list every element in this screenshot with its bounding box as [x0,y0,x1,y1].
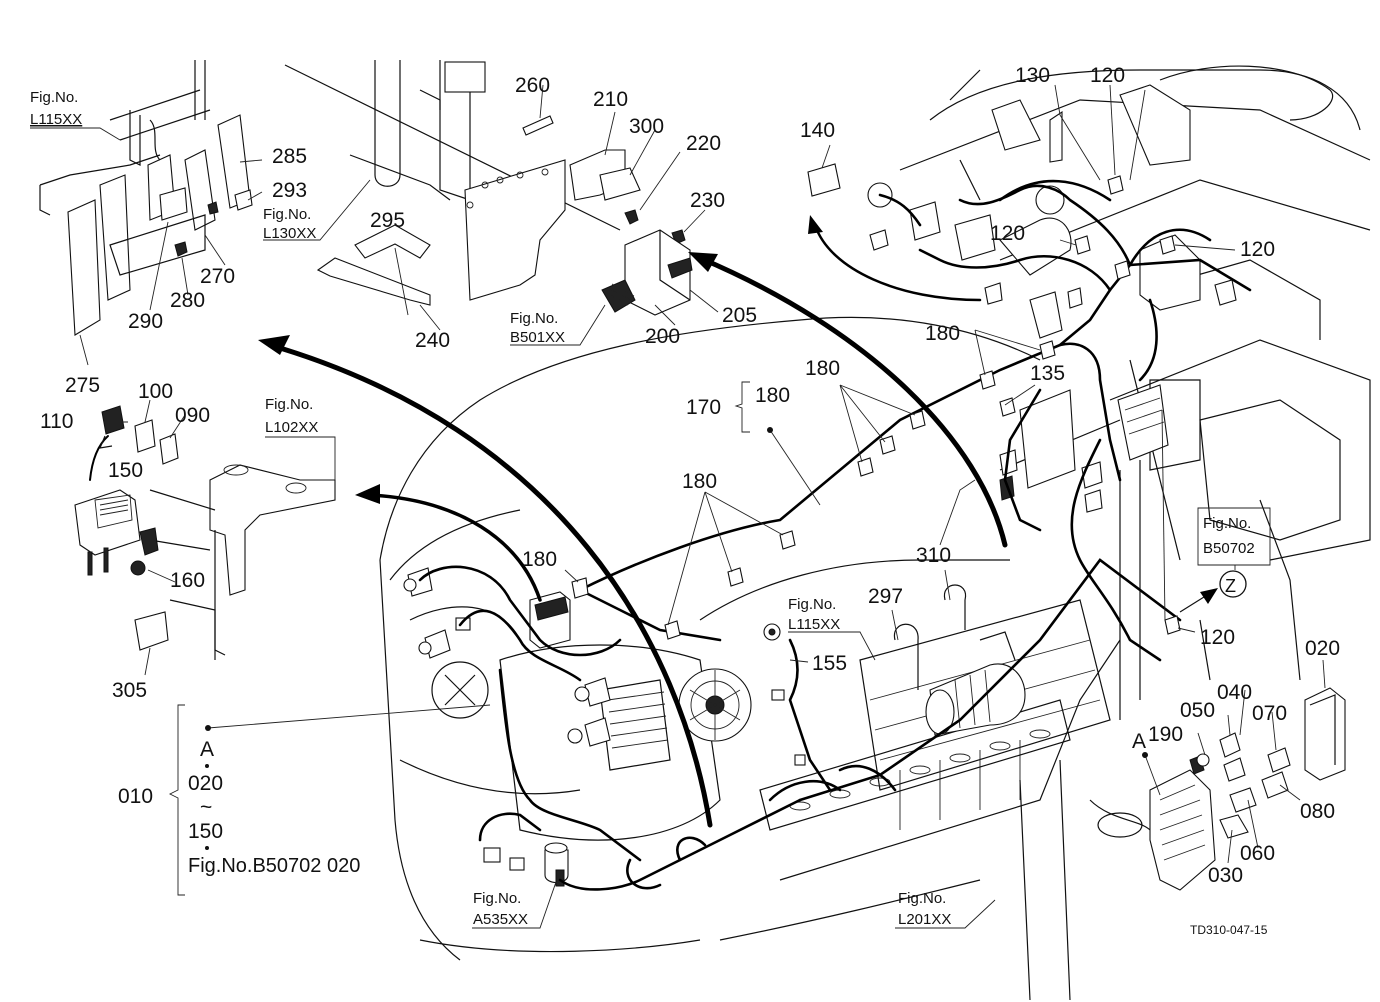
part-label-180c: 180 [755,384,790,407]
part-label-210: 210 [593,88,628,111]
upper-bracket-assembly [284,60,693,316]
part-label-295: 295 [370,209,405,232]
fig-ref-horn-code: A535XX [473,911,528,928]
fig-ref-horn-prefix: Fig.No. [473,890,521,907]
leader-lines [30,84,1326,929]
part-label-230: 230 [690,189,725,212]
part-label-310: 310 [916,544,951,567]
part-label-010: 010 [118,785,153,808]
figure-reference-labels: Fig.No. L115XX Fig.No. L130XX Fig.No. B5… [30,89,1255,928]
part-label-100: 100 [138,380,173,403]
part-label-205: 205 [722,304,757,327]
part-label-020a: 020 [1305,637,1340,660]
part-label-180b: 180 [805,357,840,380]
fig-ref-mount-prefix: Fig.No. [265,396,313,413]
fuse-box-assembly [1149,687,1346,891]
fig-ref-bracket-code: L130XX [263,225,316,242]
part-label-120d: 120 [1200,626,1235,649]
tractor-body-linework [379,65,1371,1001]
fig-ref-frame-code: L201XX [898,911,951,928]
view-letter-a: A [1132,730,1146,753]
fig-ref-fusebox-prefix: Fig.No. [1203,515,1251,532]
part-label-220: 220 [686,132,721,155]
part-label-280: 280 [170,289,205,312]
fig-ref-relay-code: B501XX [510,329,565,346]
assembly-callout: A 020 ~ 150 Fig.No.B50702 020 A Z [188,570,1247,877]
range-start: 020 [188,772,223,795]
part-label-260: 260 [515,74,550,97]
part-label-180e: 180 [522,548,557,571]
left-bracket-assembly [39,60,253,336]
fig-ref-relay-prefix: Fig.No. [510,310,558,327]
fig-ref-fusebox-code: B50702 [1203,540,1255,557]
part-label-305: 305 [112,679,147,702]
fig-ref-alternator-prefix: Fig.No. [788,596,836,613]
part-label-155: 155 [812,652,847,675]
front-components [403,84,1237,887]
assembly-letter-a: A [200,738,214,761]
part-label-060: 060 [1240,842,1275,865]
part-label-080: 080 [1300,800,1335,823]
part-label-297: 297 [868,585,903,608]
harness-clamps [571,175,1181,640]
part-label-050: 050 [1180,699,1215,722]
part-label-300: 300 [629,115,664,138]
fig-ref-bracket-prefix: Fig.No. [263,206,311,223]
drawing-code: TD310-047-15 [1190,923,1268,937]
alternator [678,668,752,742]
part-label-240: 240 [415,329,450,352]
part-label-110: 110 [40,410,73,433]
part-label-190: 190 [1148,723,1183,746]
mount-bracket-assembly [74,405,336,660]
fig-ref-frame-prefix: Fig.No. [898,890,946,907]
part-label-285: 285 [272,145,307,168]
wire-harness [418,179,1252,891]
part-label-070: 070 [1252,702,1287,725]
part-label-120a: 120 [1090,64,1125,87]
part-label-270: 270 [200,265,235,288]
range-tilde: ~ [200,796,212,819]
part-label-120b: 120 [990,222,1025,245]
part-label-180d: 180 [682,470,717,493]
part-label-200: 200 [645,325,680,348]
part-label-290: 290 [128,310,163,333]
callout-ref-line: Fig.No.B50702 020 [188,855,360,877]
part-label-170: 170 [686,396,721,419]
fig-ref-mount-code: L102XX [265,419,318,436]
part-label-180a: 180 [925,322,960,345]
flow-arrows [258,215,1218,828]
part-label-090: 090 [175,404,210,427]
part-label-293: 293 [272,179,307,202]
part-label-140: 140 [800,119,835,142]
range-end: 150 [188,820,223,843]
part-label-040: 040 [1217,681,1252,704]
part-label-135: 135 [1030,362,1065,385]
view-letter-z: Z [1225,576,1236,596]
fig-ref-alternator-code: L115XX [788,616,840,633]
part-labels: 260 210 300 220 230 285 293 270 280 290 … [40,64,1340,887]
part-label-030: 030 [1208,864,1243,887]
starter-motor [925,631,1026,736]
part-label-160: 160 [170,569,205,592]
part-label-130: 130 [1015,64,1050,87]
part-label-120c: 120 [1240,238,1275,261]
part-label-150: 150 [108,459,143,482]
part-label-275: 275 [65,374,100,397]
fig-ref-top-left-code: L115XX [30,111,82,128]
fig-ref-top-left-prefix: Fig.No. [30,89,78,106]
